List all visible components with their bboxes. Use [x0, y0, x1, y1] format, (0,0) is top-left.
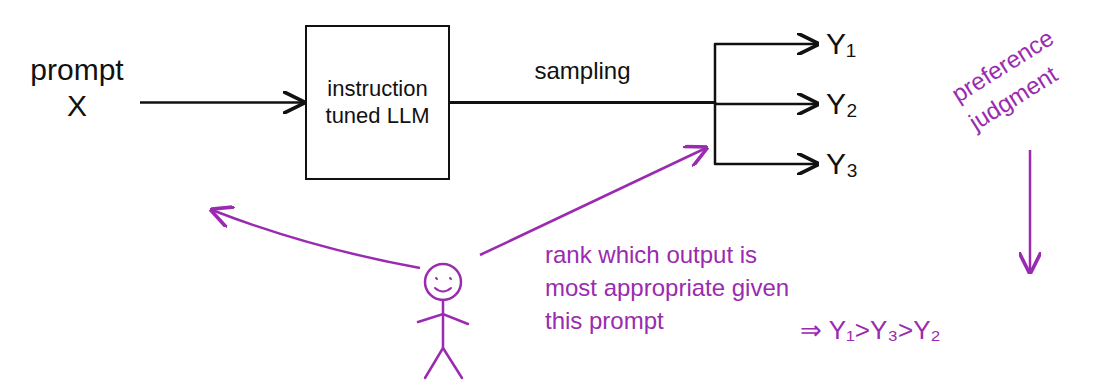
prompt-input: promptX: [22, 48, 132, 128]
figure-face: [435, 278, 451, 292]
output-sample: Y₂: [820, 82, 864, 126]
side-note: preference judgment: [945, 13, 1090, 138]
flow-arrow: [450, 44, 817, 103]
edge-label: sampling: [530, 57, 634, 85]
output-sample: Y₁: [820, 22, 862, 66]
annotation-text: ⇒ Y₁>Y₃>Y₂: [800, 314, 941, 347]
pointer-arrow: [212, 210, 420, 268]
figure-arms: [418, 314, 468, 324]
flow-arrow: [140, 101, 303, 104]
output-sample: Y₃: [820, 142, 864, 186]
node-text: instruction tuned LLM: [315, 76, 440, 129]
stick-figure: [418, 264, 468, 378]
annotation-text: rank which output is most appropriate gi…: [545, 238, 800, 337]
node-text: X: [28, 88, 126, 124]
figure-body: [442, 300, 445, 348]
node-text: Y₃: [826, 146, 858, 182]
judgment-arrow: [1029, 150, 1032, 272]
node-text: Y₁: [826, 26, 856, 62]
node-text: prompt: [28, 52, 126, 88]
process-box: instruction tuned LLM: [305, 25, 450, 180]
figure-legs: [425, 348, 462, 378]
node-text: Y₂: [826, 86, 858, 122]
pointer-arrow: [480, 148, 706, 255]
flow-arrow: [450, 103, 817, 165]
figure-head: [425, 264, 461, 300]
